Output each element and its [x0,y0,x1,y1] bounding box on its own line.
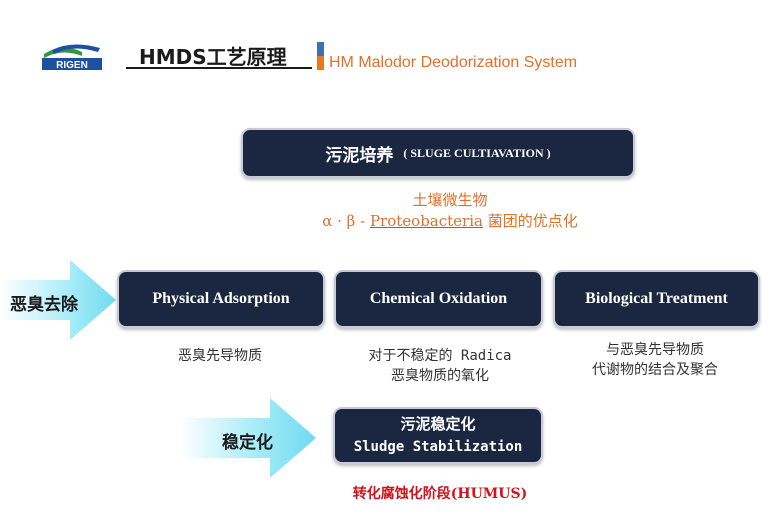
soil-note-line1: 土壤微生物 [412,191,488,209]
page-subtitle: HM Malodor Deodorization System [329,54,578,71]
soil-note-line2: α · β - Proteobacteria 菌团的优点化 [310,211,590,232]
biological-treatment-box: Biological Treatment [555,272,758,326]
soil-microbe-note: 土壤微生物 α · β - Proteobacteria 菌团的优点化 [310,190,590,232]
sludge-stabilization-box: 污泥稳定化 Sludge Stabilization [335,409,541,462]
logo-text: RIGEN [56,60,88,71]
physical-adsorption-note: 恶臭先导物质 [140,346,300,366]
physical-adsorption-box: Physical Adsorption [119,272,323,326]
humus-note: 转化腐蚀化阶段(HUMUS) [352,486,528,502]
odor-removal-label: 恶臭去除 [10,295,78,315]
biological-note-line1: 与恶臭先导物质 [606,342,704,358]
rigen-logo: RIGEN [42,44,102,71]
biological-treatment-label: Biological Treatment [585,290,728,307]
title-underline [126,67,312,69]
biological-note-line2: 代谢物的结合及聚合 [592,362,718,378]
biological-treatment-note: 与恶臭先导物质 代谢物的结合及聚合 [560,340,750,380]
chemical-note-line2: 恶臭物质的氧化 [391,368,489,384]
sludge-cultivation-box: 污泥培养 ( SLUGE CULTIAVATION ) [243,130,633,176]
logo-band [42,58,102,70]
stabilization-label: 稳定化 [222,433,273,453]
stabilization-arrow [180,398,316,478]
chemical-note-line1: 对于不稳定的 Radica [368,348,512,364]
page-title: HMDS工艺原理 [139,45,287,69]
soil-note-prefix: α · β - [322,212,370,230]
sludge-stabilization-title-en: Sludge Stabilization [353,438,523,455]
odor-removal-arrow [0,260,116,340]
physical-note-line1: 恶臭先导物质 [178,348,262,364]
physical-adsorption-label: Physical Adsorption [152,290,290,307]
chemical-oxidation-box: Chemical Oxidation [336,272,541,326]
sludge-stabilization-title: 污泥稳定化 [400,416,476,433]
soil-note-suffix: 菌团的优点化 [482,212,578,230]
chemical-oxidation-note: 对于不稳定的 Radica 恶臭物质的氧化 [335,346,545,386]
sludge-cultivation-title-en: ( SLUGE CULTIAVATION ) [403,145,551,160]
sludge-cultivation-title: 污泥培养 [325,145,394,165]
logo-wave-shape [52,44,100,54]
chemical-oxidation-label: Chemical Oxidation [369,290,508,307]
title-accent-bar [317,42,324,70]
soil-note-term: Proteobacteria [369,212,483,230]
